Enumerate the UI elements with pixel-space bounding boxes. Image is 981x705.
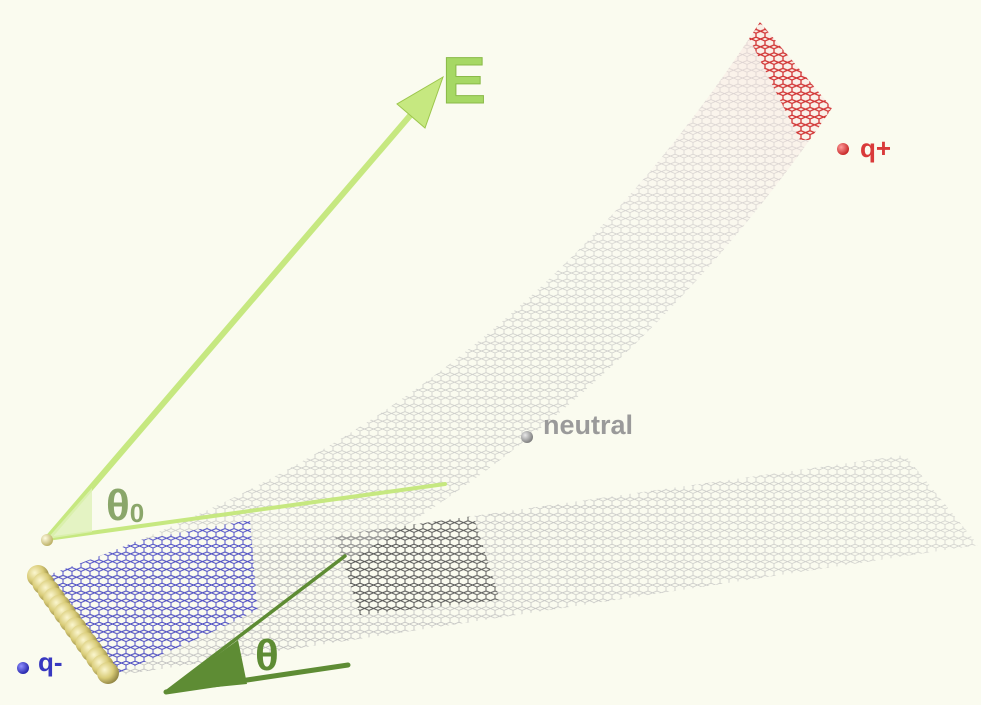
q-plus-marker-icon <box>837 143 849 155</box>
theta-angle-arrow <box>163 554 351 695</box>
q-minus-marker-icon <box>17 662 29 674</box>
q-minus-label: q- <box>38 647 63 677</box>
theta-label: θ <box>255 631 279 680</box>
field-arrow <box>44 75 444 542</box>
gold-electrode-icon <box>27 565 119 684</box>
neutral-label: neutral <box>543 410 633 440</box>
theta0-label: θ0 <box>106 481 144 530</box>
electrode-sphere <box>97 662 119 684</box>
neutral-marker-icon <box>521 431 533 443</box>
field-label-e: E <box>442 43 486 117</box>
q-plus-label: q+ <box>860 133 891 163</box>
theta0-angle <box>45 482 447 541</box>
pivot-sphere <box>41 534 53 546</box>
